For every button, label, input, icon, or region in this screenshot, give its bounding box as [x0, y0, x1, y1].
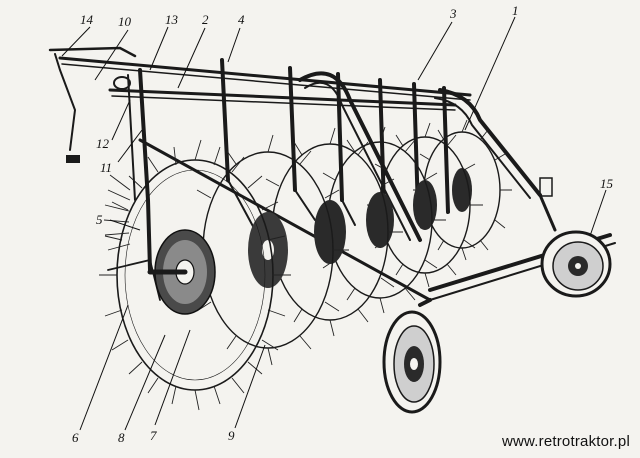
callout-6: 6 — [72, 430, 79, 445]
callout-15: 15 — [600, 176, 614, 191]
transport-wheel-front — [382, 298, 442, 414]
callout-10: 10 — [118, 14, 132, 29]
main-frame — [48, 46, 616, 302]
leader-lines — [61, 16, 607, 431]
callout-8: 8 — [118, 430, 125, 445]
callout-5: 5 — [96, 212, 103, 227]
transport-wheel-rear — [540, 230, 612, 298]
callout-13: 13 — [165, 12, 179, 27]
callout-12: 12 — [96, 136, 110, 151]
callout-9: 9 — [228, 428, 235, 443]
callout-2: 2 — [202, 12, 209, 27]
rake-wheel — [99, 139, 291, 411]
rake-wheels — [99, 119, 512, 411]
rake-wheel — [367, 122, 483, 288]
watermark: www.retrotraktor.pl — [501, 433, 630, 450]
callout-labels: 1 2 3 4 5 6 7 8 9 10 11 12 13 14 15 — [72, 3, 614, 445]
callout-1: 1 — [512, 3, 519, 18]
callout-3: 3 — [449, 6, 457, 21]
callout-11: 11 — [100, 160, 112, 175]
callout-4: 4 — [238, 12, 245, 27]
callout-7: 7 — [150, 428, 157, 443]
callout-14: 14 — [80, 12, 94, 27]
